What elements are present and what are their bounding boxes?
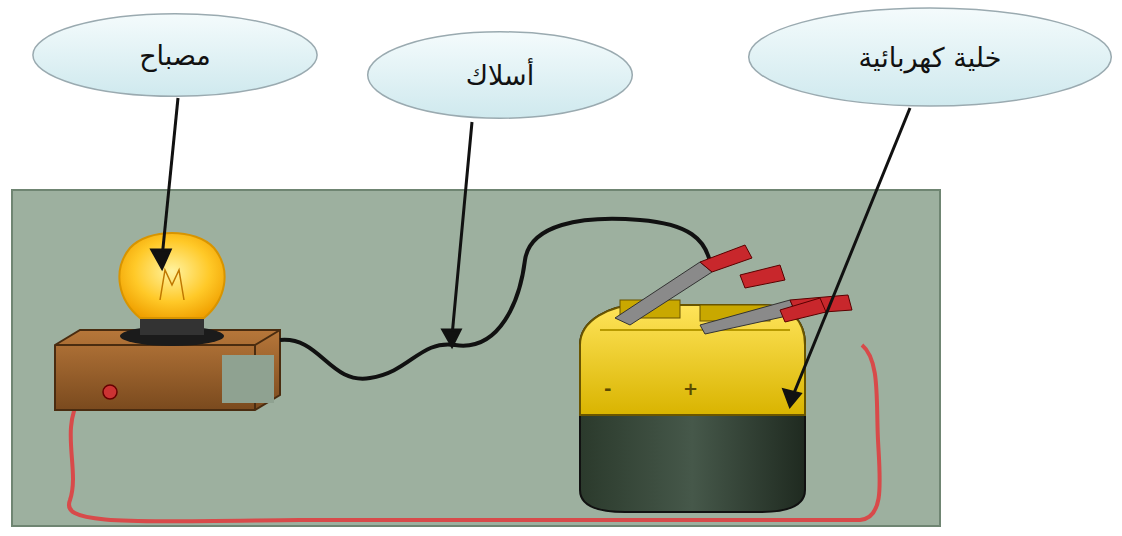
callout-text: خلية كهربائية (859, 42, 1002, 73)
callout-text: مصباح (139, 40, 211, 71)
callout-bubble: أسلاك (365, 30, 635, 120)
callout-bubble: مصباح (30, 12, 320, 98)
board (12, 190, 940, 526)
base-cutout (222, 355, 274, 403)
leader-lines (152, 98, 910, 406)
battery-top (580, 305, 805, 415)
terminal-sign: + (683, 378, 698, 399)
battery (580, 305, 805, 512)
terminal-sign: - (604, 378, 611, 399)
callout-text: أسلاك (466, 60, 535, 91)
bulb (119, 233, 224, 318)
callout-bubble: خلية كهربائية (745, 6, 1115, 108)
